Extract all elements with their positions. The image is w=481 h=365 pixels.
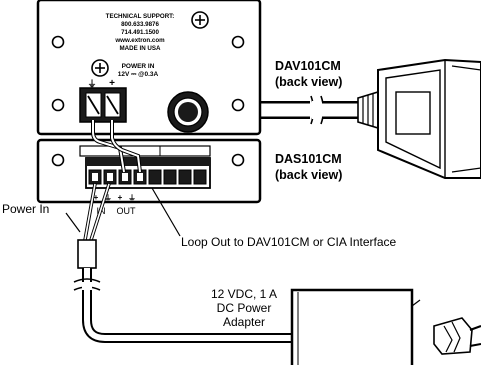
loop-out-leader — [151, 187, 181, 237]
cable-grommet — [167, 91, 209, 133]
out-label: OUT — [117, 206, 137, 216]
plus-mark: + — [94, 193, 99, 202]
ground-mark: ⏚ — [128, 194, 136, 203]
das-name-label: DAS101CM — [275, 152, 342, 166]
loop-out-label: Loop Out to DAV101CM or CIA Interface — [181, 235, 397, 249]
db15-connector — [198, 58, 481, 179]
das-view-label: (back view) — [275, 168, 342, 182]
ground-mark: ⏚ — [87, 79, 96, 89]
dav-name-label: DAV101CM — [275, 59, 341, 73]
plus-mark: + — [118, 193, 123, 202]
plus-mark: + — [109, 78, 115, 89]
support-line: TECHNICAL SUPPORT: — [106, 13, 175, 20]
mounting-hole-icon — [231, 153, 245, 167]
das101cm-panel: + ⏚ + ⏚ — [36, 138, 262, 204]
terminal-strip — [79, 145, 211, 189]
support-line: www.extron.com — [114, 37, 165, 44]
dav-view-label: (back view) — [275, 75, 342, 89]
mounting-hole-icon — [51, 98, 65, 112]
power-rating: 12V ⎓ @0.3A — [118, 71, 159, 78]
adapter-spec-line: 12 VDC, 1 A — [211, 287, 277, 301]
mounting-hole-icon — [231, 35, 245, 49]
ground-mark: ⏚ — [104, 194, 112, 203]
power-in-label: Power In — [2, 202, 49, 216]
mounting-hole-icon — [231, 98, 245, 112]
screw-icon — [91, 59, 109, 77]
adapter-spec-line: Adapter — [223, 315, 265, 329]
support-line: 800.633.9876 — [121, 21, 159, 28]
support-line: 714.491.1500 — [121, 29, 159, 36]
ac-plug-icon — [433, 317, 481, 355]
support-line: MADE IN USA — [120, 45, 161, 52]
power-adapter — [290, 288, 421, 365]
mounting-hole-icon — [51, 35, 65, 49]
adapter-spec-line: DC Power — [217, 301, 272, 315]
power-terminal-block — [79, 87, 127, 123]
power-label: POWER IN — [122, 63, 155, 70]
loop-out-wires — [91, 120, 142, 173]
mounting-hole-icon — [51, 153, 65, 167]
dav101cm-panel: TECHNICAL SUPPORT: 800.633.9876 714.491.… — [36, 0, 262, 136]
power-in-leader — [65, 212, 81, 233]
power-cable — [73, 183, 292, 343]
screw-icon — [191, 11, 209, 29]
